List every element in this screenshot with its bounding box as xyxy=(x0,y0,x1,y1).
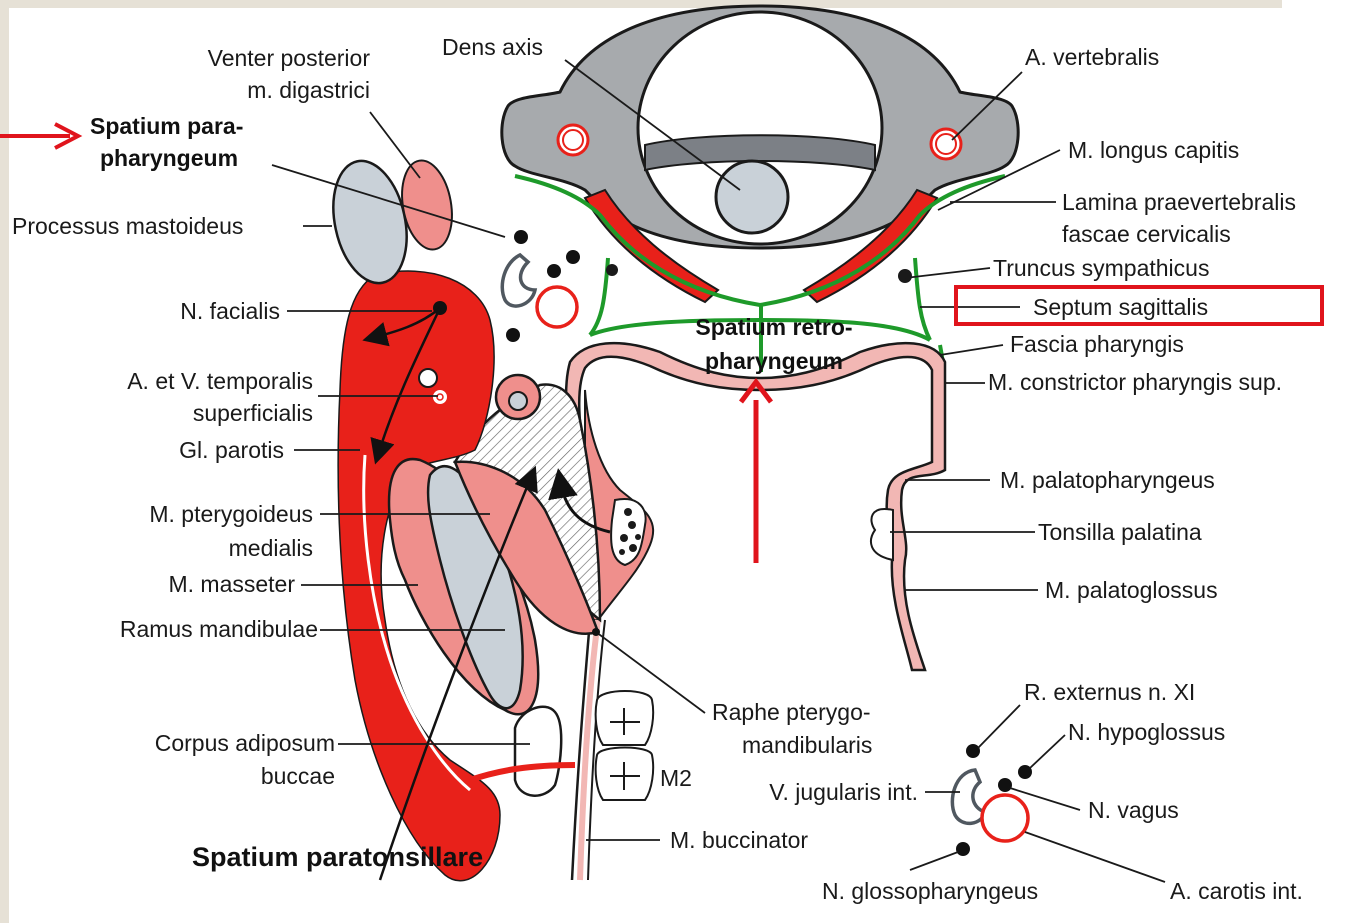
label-glossopharyngeus: N. glossopharyngeus xyxy=(822,878,1038,904)
label-raphe-1: Raphe pterygo- xyxy=(712,699,871,725)
label-lamina-2: fascae cervicalis xyxy=(1062,221,1231,247)
label-temporalis-2: superficialis xyxy=(193,400,313,426)
label-truncus: Truncus sympathicus xyxy=(993,255,1209,281)
label-hypoglossus: N. hypoglossus xyxy=(1068,719,1225,745)
label-spatium-para-1: Spatium para- xyxy=(90,113,243,139)
label-fascia-pharyngis: Fascia pharyngis xyxy=(1010,331,1184,357)
label-venter-1: Venter posterior xyxy=(208,45,371,71)
label-corpus-2: buccae xyxy=(261,763,335,789)
atlas-vertebra xyxy=(502,6,1018,248)
label-carotis: A. carotis int. xyxy=(1170,878,1303,904)
label-retro-1: Spatium retro- xyxy=(695,314,852,340)
label-jugularis: V. jugularis int. xyxy=(769,779,918,805)
label-venter-2: m. digastrici xyxy=(247,77,370,103)
label-pterygoideus-1: M. pterygoideus xyxy=(149,501,313,527)
inset-neurovascular xyxy=(952,744,1032,856)
vessels-parapharyngeal xyxy=(502,230,580,342)
label-m2: M2 xyxy=(660,765,692,791)
label-palatoglossus: M. palatoglossus xyxy=(1045,577,1218,603)
label-corpus-1: Corpus adiposum xyxy=(155,730,335,756)
label-spatium-paratonsillare: Spatium paratonsillare xyxy=(192,842,483,872)
label-processus-mastoideus: Processus mastoideus xyxy=(12,213,243,239)
label-r-externus: R. externus n. XI xyxy=(1024,679,1195,705)
label-palatopharyngeus: M. palatopharyngeus xyxy=(1000,467,1215,493)
label-pterygoideus-2: medialis xyxy=(229,535,313,561)
label-tonsilla: Tonsilla palatina xyxy=(1038,519,1202,545)
dens-axis-shape xyxy=(716,161,788,233)
teeth-m2 xyxy=(596,691,654,800)
label-n-facialis: N. facialis xyxy=(180,298,280,324)
label-temporalis-1: A. et V. temporalis xyxy=(127,368,313,394)
label-dens-axis: Dens axis xyxy=(442,34,543,60)
label-spatium-para-2: pharyngeum xyxy=(100,145,238,171)
label-longus-capitis: M. longus capitis xyxy=(1068,137,1239,163)
label-constrictor: M. constrictor pharyngis sup. xyxy=(988,369,1282,395)
label-a-vertebralis: A. vertebralis xyxy=(1025,44,1159,70)
label-lamina-1: Lamina praevertebralis xyxy=(1062,189,1296,215)
label-retro-2: pharyngeum xyxy=(705,348,843,374)
label-buccinator: M. buccinator xyxy=(670,827,808,853)
label-septum: Septum sagittalis xyxy=(1033,294,1208,320)
label-gl-parotis: Gl. parotis xyxy=(179,437,284,463)
label-raphe-2: mandibularis xyxy=(742,732,872,758)
tonsilla-right xyxy=(871,509,893,560)
label-masseter: M. masseter xyxy=(168,571,295,597)
label-vagus: N. vagus xyxy=(1088,797,1179,823)
label-ramus: Ramus mandibulae xyxy=(120,616,318,642)
